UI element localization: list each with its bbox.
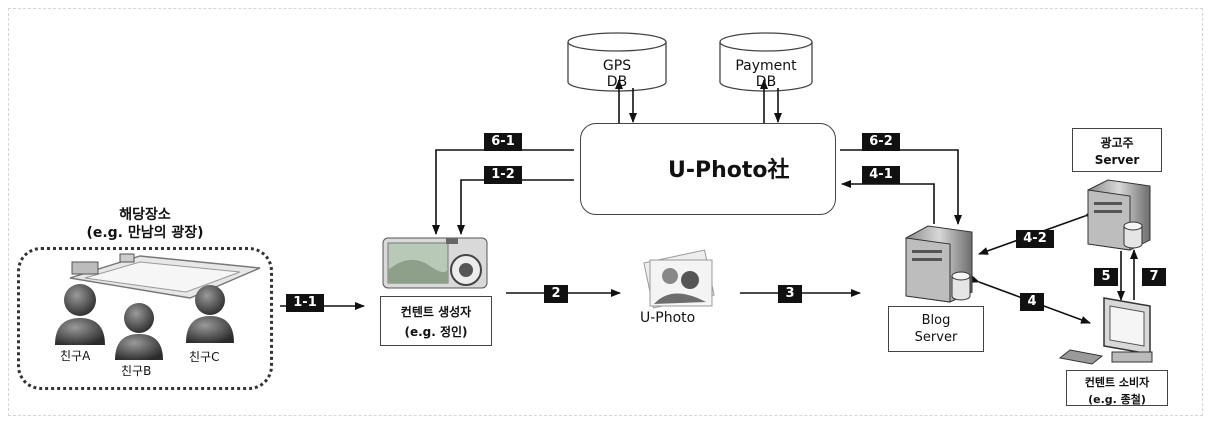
consumer-title: 컨텐트 소비자	[1084, 376, 1150, 389]
creator-title: 컨텐트 생성자	[400, 305, 472, 319]
gps-db-cylinder	[567, 32, 667, 92]
payment-db-cylinder	[719, 32, 813, 92]
step-5-tag: 5	[1094, 268, 1118, 286]
payment-db-line1: Payment	[735, 58, 797, 74]
gps-db-line2: DB	[606, 74, 628, 90]
friend-c-label: 친구C	[189, 350, 220, 364]
blog-server-box: Blog Server	[888, 306, 984, 352]
place-title: 해당장소	[119, 207, 171, 223]
db-arrows	[615, 79, 782, 123]
uphoto-company-label: U-Photo社	[668, 158, 790, 183]
camera-icon	[382, 237, 488, 289]
creator-box: 컨텐트 생성자 (e.g. 정인)	[380, 296, 492, 346]
step-2-tag: 2	[544, 285, 568, 303]
advertiser-line1: 광고주	[1100, 136, 1134, 150]
friend-b-label: 친구B	[121, 364, 152, 378]
uphoto-company-box	[580, 123, 836, 215]
place-subtitle: (e.g. 만남의 광장)	[86, 225, 204, 241]
friend-b-person-icon	[115, 303, 163, 360]
consumer-box: 컨텐트 소비자 (e.g. 종철)	[1066, 370, 1168, 406]
photo-stack-icon	[643, 249, 715, 309]
advertiser-server-icon	[1087, 179, 1151, 251]
main-flow-arrows	[280, 289, 861, 310]
consumer-subtitle: (e.g. 종철)	[1088, 393, 1146, 406]
uphoto-image-label: U-Photo	[640, 310, 696, 326]
friend-a-label: 친구A	[60, 349, 91, 363]
payment-db-line2: DB	[755, 74, 777, 90]
gps-db-line1: GPS	[602, 58, 632, 74]
uphoto-blog-arrows	[840, 149, 962, 225]
step-4-2-tag: 4-2	[1016, 230, 1054, 248]
advertiser-server-box: 광고주 Server	[1072, 128, 1162, 172]
step-1-1-tag: 1-1	[286, 294, 324, 312]
friend-a-person-icon	[55, 284, 105, 345]
step-3-tag: 3	[778, 285, 802, 303]
step-7-tag: 7	[1142, 268, 1166, 286]
step-1-2-tag: 1-2	[484, 166, 522, 184]
step-4-1-tag: 4-1	[862, 166, 900, 184]
step-6-1-tag: 6-1	[484, 133, 522, 151]
step-4-tag: 4	[1020, 293, 1044, 311]
place-boundary	[17, 247, 273, 390]
advertiser-line2: Server	[1094, 153, 1140, 167]
computer-icon	[1058, 297, 1153, 365]
blog-server-line2: Server	[914, 330, 958, 345]
blog-server-line1: Blog	[921, 313, 951, 328]
blog-server-icon	[905, 225, 973, 303]
step-6-2-tag: 6-2	[862, 133, 900, 151]
friend-c-person-icon	[186, 285, 234, 343]
payment-db-label: Payment DB	[726, 58, 806, 90]
creator-subtitle: (e.g. 정인)	[404, 325, 468, 339]
gps-db-label: GPS DB	[588, 58, 646, 90]
uphoto-camera-arrows	[432, 149, 574, 235]
diagram-frame	[8, 8, 1203, 416]
